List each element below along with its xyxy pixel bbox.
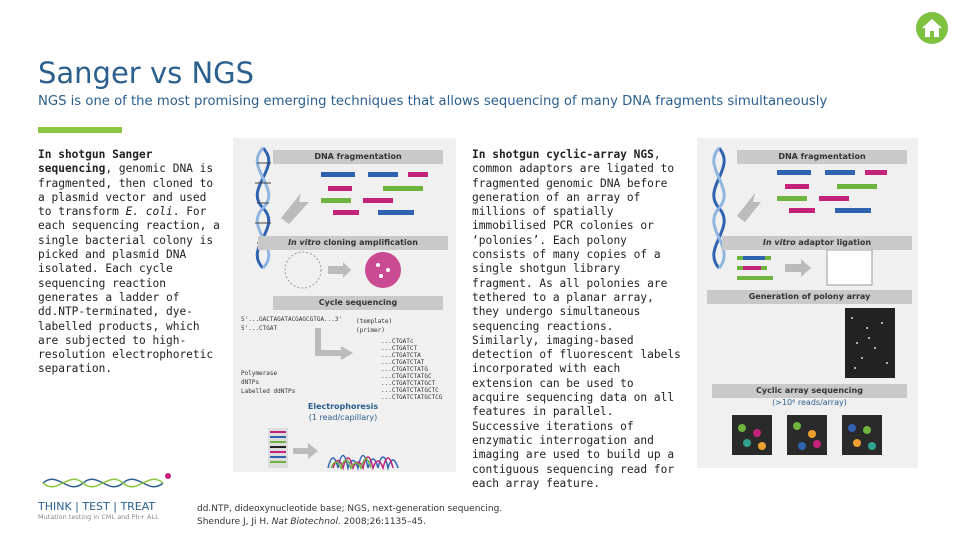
flowcell-icon: [827, 250, 872, 285]
band-cyclic-array: Cyclic array sequencing: [712, 384, 907, 398]
ladder-item: ...CTGATCTATGCTC: [381, 387, 442, 394]
logo-tagline: Mutation testing in CML and Ph+ ALL: [38, 513, 178, 521]
logo-text: THINK | TEST | TREAT: [38, 500, 178, 513]
references: dd.NTP, dideoxynucleotide base; NGS, nex…: [197, 503, 502, 529]
home-icon: [916, 12, 948, 44]
page-subtitle: NGS is one of the most promising emergin…: [38, 94, 827, 109]
sanger-description-italic: E. coli: [126, 205, 173, 218]
home-button[interactable]: [916, 12, 948, 44]
ladder-item: ...CTGATCTA: [381, 352, 442, 359]
polymerase-label: Polymerase: [241, 370, 277, 377]
reference-line-2: Shendure J, Ji H. Nat Biotechnol. 2008;2…: [197, 516, 502, 529]
ladder-item: ...CTGATCTATG: [381, 366, 442, 373]
band-ligation-label: adaptor ligation: [796, 238, 871, 247]
capillary-gel: [268, 428, 288, 468]
think-test-treat-logo: THINK | TEST | TREAT Mutation testing in…: [38, 470, 178, 525]
ladder-item: ...CTGATCTATGC: [381, 373, 442, 380]
ngs-description-bold: In shotgun cyclic-array NGS: [472, 148, 654, 161]
dntps-label: dNTPs: [241, 379, 259, 386]
band-dna-fragmentation: DNA fragmentation: [737, 150, 907, 164]
sanger-diagram: DNA fragmentation In vitro cloning ampli…: [233, 138, 456, 472]
dna-logo-icon: [38, 470, 178, 496]
ladder-item: ...CTGATCTATGCT: [381, 380, 442, 387]
colony-icon: [365, 252, 401, 288]
chromatogram: [328, 456, 398, 469]
reference-details: 2008;26:1135–45.: [341, 517, 426, 527]
electrophoresis-sub: (1 read/capillary): [273, 413, 413, 422]
labelled-ddntps-label: Labelled ddNTPs: [241, 388, 295, 395]
primer-label: (primer): [356, 327, 385, 334]
band-dna-fragmentation: DNA fragmentation: [273, 150, 443, 164]
reference-authors: Shendure J, Ji H.: [197, 517, 272, 527]
adaptor-fragments: [737, 256, 773, 280]
band-cycle-sequencing: Cycle sequencing: [273, 296, 443, 310]
primer-sequence: 5'...CTGAT: [241, 325, 277, 332]
template-label: (template): [356, 318, 392, 325]
band-cloning-italic: In vitro: [288, 238, 321, 247]
sequencing-tiles: [732, 415, 882, 455]
template-sequence: 5'...GACTAGATACGAGCGTGA...3': [241, 316, 342, 323]
band-ligation-italic: In vitro: [763, 238, 796, 247]
dna-fragments: [777, 170, 887, 213]
ladder-item: ...CTGATCT: [381, 345, 442, 352]
ngs-diagram: DNA fragmentation In vitro adaptor ligat…: [697, 138, 918, 468]
dna-helix-icon: [714, 148, 724, 268]
ladder-item: ...CTGATc: [381, 338, 442, 345]
dna-helix-icon: [255, 148, 271, 268]
ladder-list: ...CTGATc ...CTGATCT ...CTGATCTA ...CTGA…: [381, 338, 442, 401]
reference-journal: Nat Biotechnol.: [272, 517, 341, 527]
band-cloning-label: cloning amplification: [321, 238, 418, 247]
band-adaptor-ligation: In vitro adaptor ligation: [722, 236, 912, 250]
band-cloning-amplification: In vitro cloning amplification: [258, 236, 448, 250]
sanger-description-body2: . For each sequencing reaction, a single…: [38, 205, 220, 375]
ngs-description-body: , common adaptors are ligated to fragmen…: [472, 148, 681, 490]
dna-fragments: [321, 172, 428, 215]
cyclic-array-sub: (>10⁶ reads/array): [712, 398, 907, 407]
accent-bar: [38, 127, 122, 133]
sanger-description: In shotgun Sanger sequencing, genomic DN…: [38, 148, 223, 377]
ladder-item: ...CTGATCTAT: [381, 359, 442, 366]
ngs-description: In shotgun cyclic-array NGS, common adap…: [472, 148, 682, 491]
plasmid-icon: [285, 252, 321, 288]
reference-line-1: dd.NTP, dideoxynucleotide base; NGS, nex…: [197, 503, 502, 516]
electrophoresis-label: Electrophoresis: [273, 402, 413, 411]
page-title: Sanger vs NGS: [38, 56, 254, 90]
ladder-item: ...CTGATCTATGCTCG: [381, 394, 442, 401]
band-polony-array: Generation of polony array: [707, 290, 912, 304]
